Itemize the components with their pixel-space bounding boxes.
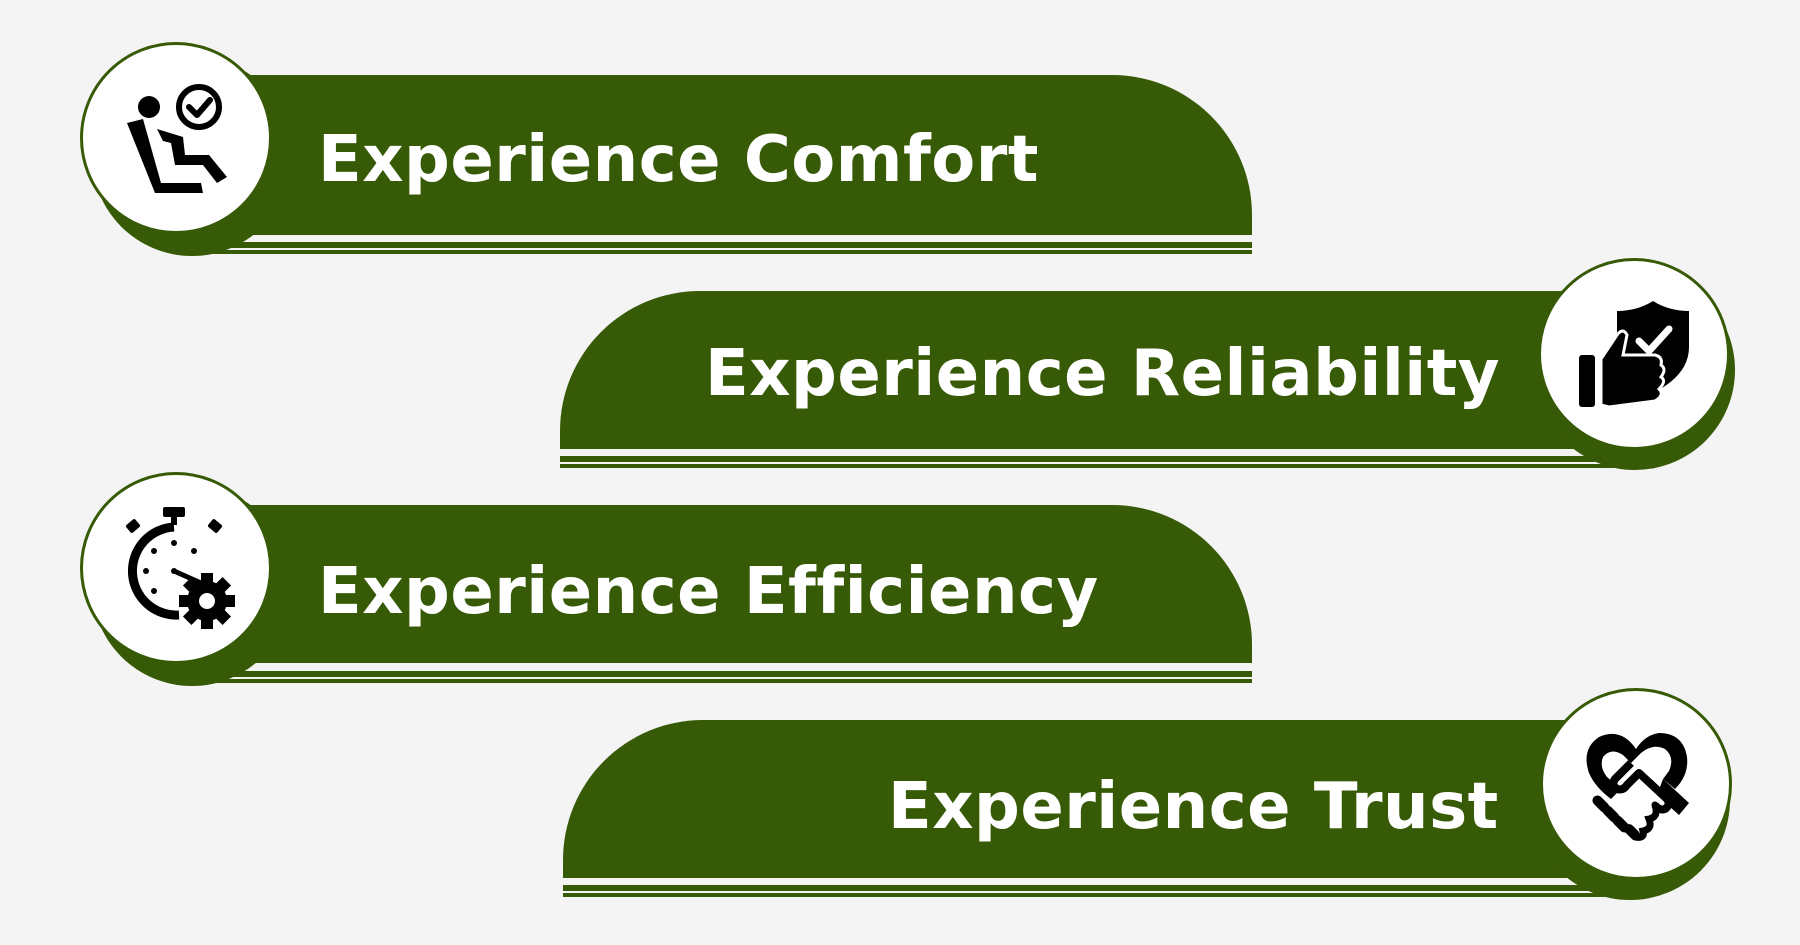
banner — [563, 720, 1650, 878]
icon-badge — [80, 42, 272, 234]
icon-badge — [1538, 258, 1730, 450]
icon-badge — [80, 472, 272, 664]
banner-stripe — [200, 671, 1252, 677]
item-label: Experience Trust — [888, 770, 1499, 844]
item-label: Experience Efficiency — [318, 555, 1099, 629]
stopwatch-gear-icon — [126, 507, 235, 629]
banner-stripe — [560, 456, 1620, 462]
icon-badge — [1540, 688, 1732, 880]
handshake-heart-icon — [1586, 733, 1689, 841]
seated-person-check-icon — [127, 84, 227, 193]
banner-stripe-lower — [200, 679, 1252, 683]
banner-stripe — [200, 242, 1252, 248]
banner — [165, 75, 1252, 235]
banner — [560, 291, 1647, 449]
item-label: Experience Reliability — [705, 337, 1500, 411]
thumbs-up-shield-icon — [1579, 301, 1689, 409]
item-label: Experience Comfort — [318, 123, 1039, 197]
banner-stripe-lower — [560, 464, 1620, 468]
banner-stripe-lower — [563, 893, 1623, 897]
banner-stripe — [563, 885, 1623, 891]
banner-stripe-lower — [200, 250, 1252, 254]
banner — [165, 505, 1252, 663]
